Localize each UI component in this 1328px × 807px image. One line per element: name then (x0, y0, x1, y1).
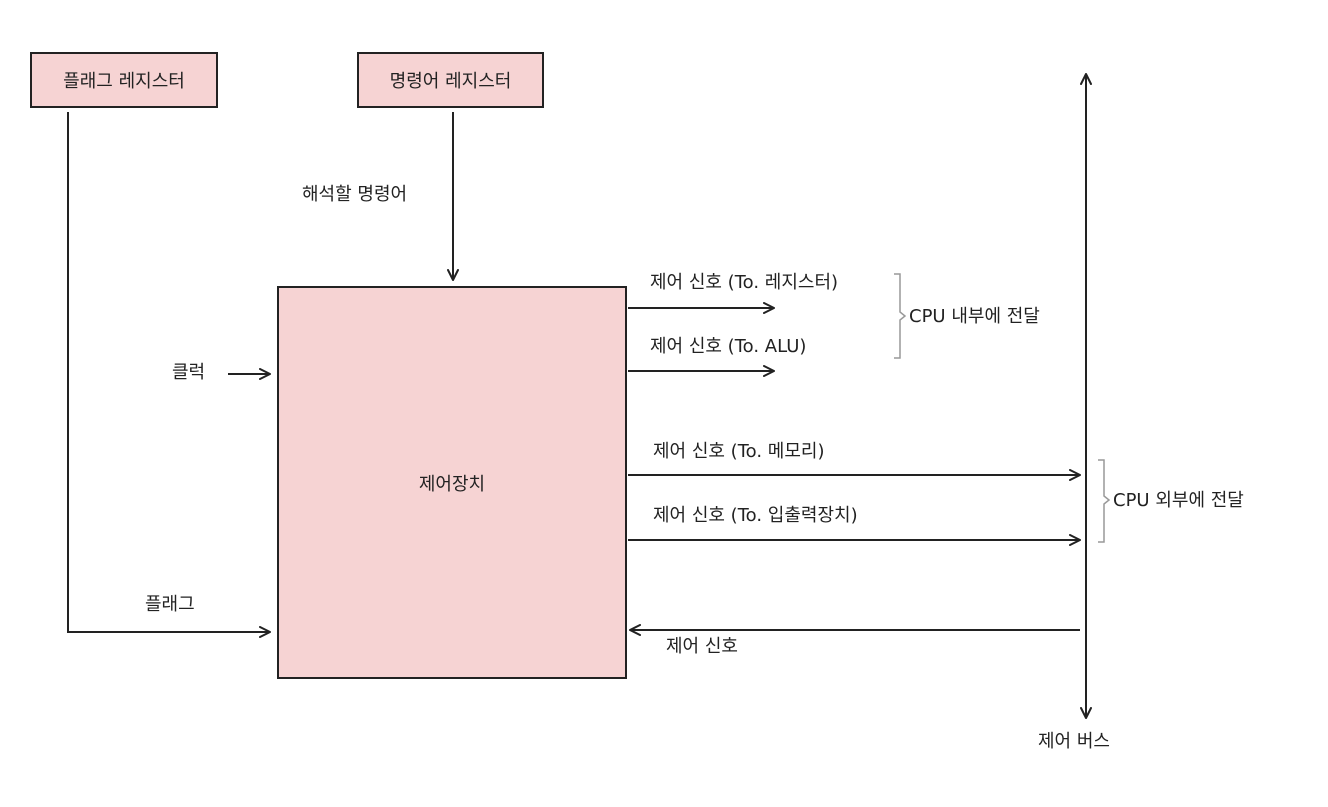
internal-group-label: CPU 내부에 전달 (909, 306, 1040, 327)
flag-label: 플래그 (145, 594, 195, 615)
instruction-register-box: 명령어 레지스터 (357, 52, 544, 108)
external-group-label: CPU 외부에 전달 (1113, 490, 1244, 511)
register-signal-label: 제어 신호 (To. 레지스터) (650, 272, 839, 293)
external-bracket (1098, 459, 1111, 543)
instruction-to-decode-label: 해석할 명령어 (302, 184, 408, 205)
instruction-register-label: 명령어 레지스터 (389, 71, 512, 92)
incoming-signal-label: 제어 신호 (666, 636, 738, 657)
control-unit-box: 제어장치 (277, 286, 627, 679)
flag-connector-line (67, 112, 271, 638)
alu-signal-label: 제어 신호 (To. ALU) (650, 336, 807, 357)
flag-register-box: 플래그 레지스터 (30, 52, 218, 108)
control-bus-label: 제어 버스 (1038, 731, 1110, 752)
clock-label: 클럭 (172, 362, 206, 383)
control-unit-label: 제어장치 (418, 473, 486, 495)
flag-register-label: 플래그 레지스터 (63, 71, 185, 92)
memory-signal-label: 제어 신호 (To. 메모리) (653, 441, 825, 462)
internal-bracket (894, 273, 907, 359)
io-signal-label: 제어 신호 (To. 입출력장치) (653, 505, 858, 526)
